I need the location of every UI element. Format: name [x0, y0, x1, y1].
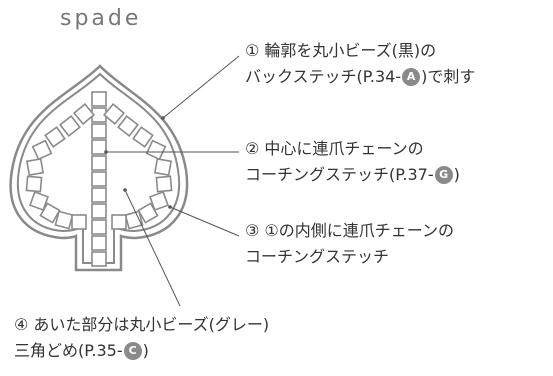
contour-chain-stone-right [137, 202, 159, 224]
note-1-line1: ① 輪郭を丸小ビーズ(黒)の [245, 41, 437, 60]
rhinestone-chains [25, 91, 173, 267]
note-1-suffix: )で刺す [421, 67, 476, 86]
note-3-line2: コーチングステッチ [245, 247, 390, 266]
note-1-text: バックステッチ(P.34- [245, 67, 402, 86]
contour-chain-stone-left [54, 210, 74, 230]
badge-c-icon: C [123, 342, 142, 360]
contour-chain-stone-left [59, 115, 81, 137]
contour-chain-stone-right [149, 191, 169, 211]
note-3-line1: ③ ①の内側に連爪チェーンの [245, 221, 454, 240]
note-4-line1: ④ あいた部分は丸小ビーズ(グレー) [14, 315, 270, 334]
leader-line [162, 55, 240, 119]
contour-chain-stone-left [31, 139, 53, 161]
leader-dot [161, 116, 165, 120]
spade-outline-outer [9, 64, 189, 272]
center-chain-stone [91, 123, 107, 139]
note-4-suffix: ) [142, 341, 149, 360]
center-chain-stone [91, 171, 107, 187]
note-2-suffix: ) [453, 165, 460, 184]
center-chain-stone [91, 187, 107, 203]
contour-chain-stone-left [25, 157, 45, 177]
contour-chain-stone-left [25, 175, 43, 193]
note-4: ④ あいた部分は丸小ビーズ(グレー) 三角どめ(P.35-C) [14, 312, 269, 364]
note-2: ② 中心に連爪チェーンの コーチングステッチ(P.37-G) [245, 136, 460, 188]
center-chain-stone [91, 251, 107, 267]
contour-chain-stone-right [132, 126, 154, 148]
contour-chain-stone-right [117, 115, 139, 137]
note-2-text: コーチングステッチ(P.37- [245, 165, 434, 184]
contour-chain-stone-right [155, 175, 173, 193]
leader-dot [168, 205, 172, 209]
leader-lines [104, 55, 240, 307]
contour-chain-stone-left [71, 214, 87, 230]
leader-dot [104, 150, 108, 154]
note-2-line2: コーチングステッチ(P.37-G) [245, 162, 460, 188]
note-3: ③ ①の内側に連爪チェーンの コーチングステッチ [245, 218, 454, 270]
leader-line [169, 206, 240, 237]
badge-a-icon: A [402, 68, 421, 86]
leader-line [124, 189, 181, 307]
center-chain-stone [91, 155, 107, 171]
contour-chain-stone-right [111, 214, 127, 230]
contour-chain-stone-right [153, 157, 173, 177]
leader-dot [123, 188, 127, 192]
center-chain-stone [91, 235, 107, 251]
note-2-line1: ② 中心に連爪チェーンの [245, 139, 424, 158]
contour-chain-stone-left [73, 103, 95, 125]
contour-chain-stone-left [44, 126, 66, 148]
contour-chain-stone-right [124, 210, 144, 230]
note-1-line2: バックステッチ(P.34-A)で刺す [245, 64, 475, 90]
contour-chain-stone-left [39, 202, 61, 224]
note-1: ① 輪郭を丸小ビーズ(黒)の バックステッチ(P.34-A)で刺す [245, 38, 475, 90]
center-chain-stone [91, 219, 107, 235]
contour-chain-stone-right [145, 139, 167, 161]
center-chain-stone [91, 139, 107, 155]
center-chain-stone [91, 203, 107, 219]
diagram-title: spade [60, 6, 142, 31]
note-4-text: 三角どめ(P.35- [14, 341, 123, 360]
contour-chain-stone-left [29, 191, 49, 211]
contour-chain-stone-right [103, 103, 125, 125]
note-4-line2: 三角どめ(P.35-C) [14, 338, 269, 364]
badge-g-icon: G [434, 166, 453, 184]
center-chain-stone [91, 91, 107, 107]
